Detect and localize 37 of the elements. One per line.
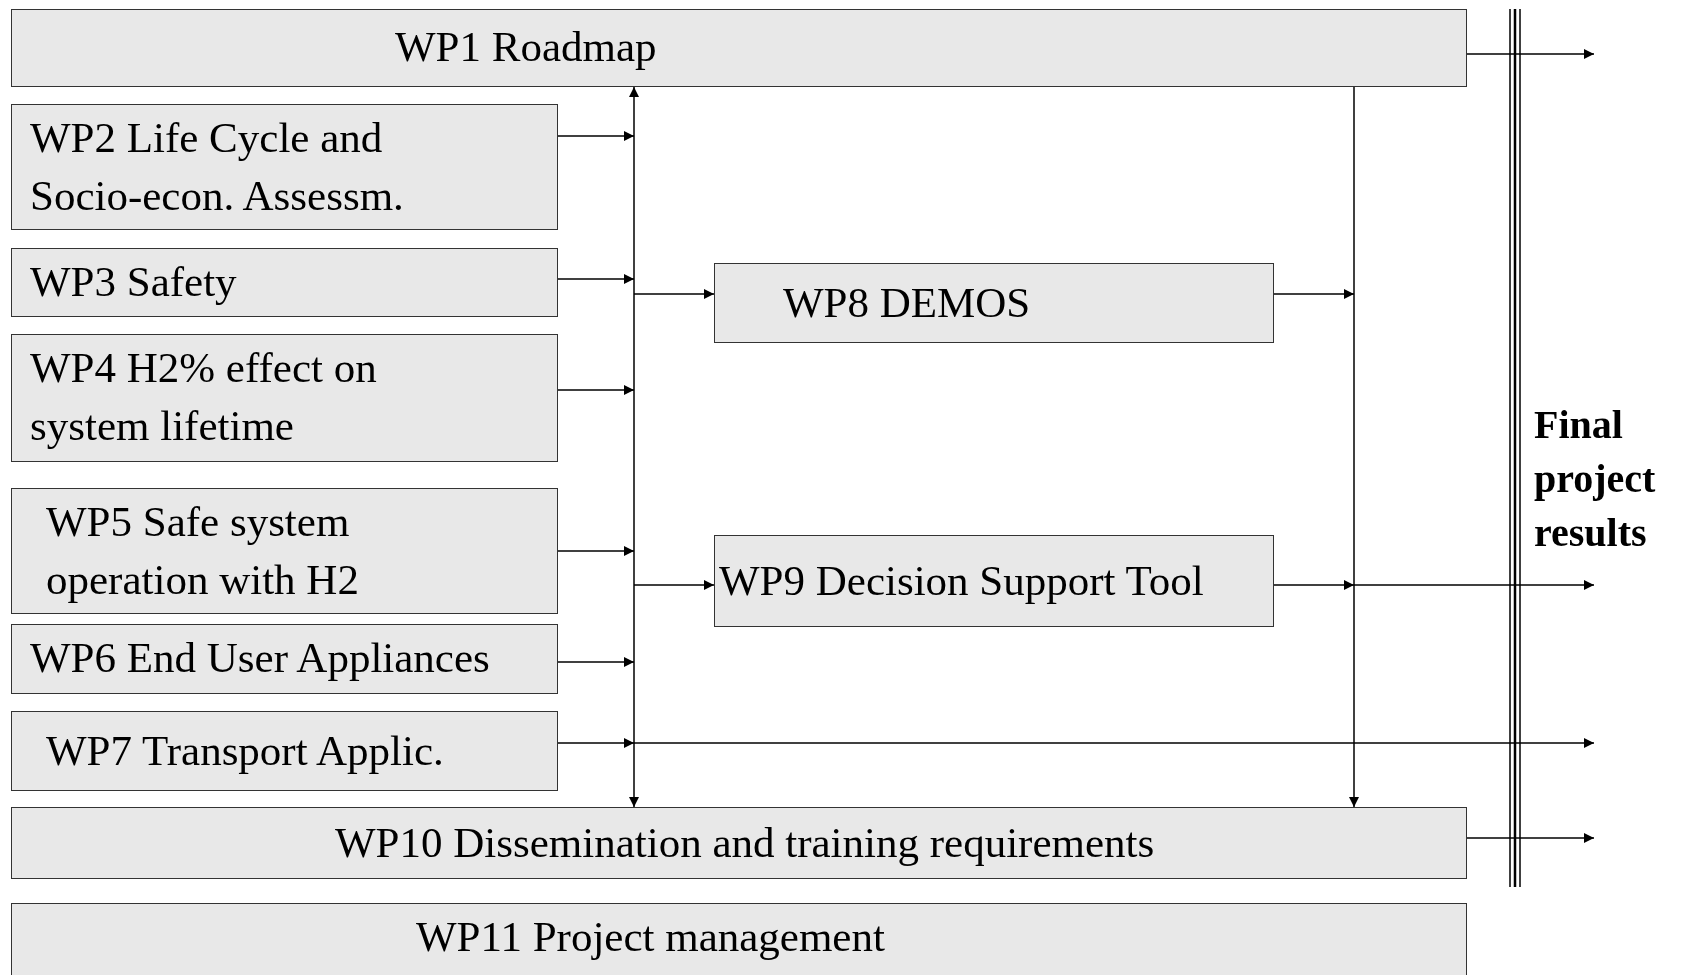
- arrow: [1273, 289, 1355, 299]
- box-label: WP9 Decision Support Tool: [719, 556, 1204, 606]
- arrow: [1466, 833, 1595, 843]
- process-box: [11, 711, 558, 791]
- arrow: [557, 657, 635, 667]
- process-box: [11, 807, 1467, 879]
- box-label: WP7 Transport Applic.: [46, 726, 444, 776]
- arrow: [1466, 49, 1595, 59]
- box-label: WP6 End User Appliances: [30, 633, 490, 683]
- box-label: WP5 Safe system operation with H2: [46, 497, 360, 605]
- process-box: [11, 624, 558, 694]
- process-box: [11, 334, 558, 462]
- box-label: WP4 H2% effect on system lifetime: [30, 343, 378, 451]
- box-label: WP8 DEMOS: [783, 278, 1031, 328]
- box-label: WP11 Project management: [416, 912, 885, 962]
- arrow: [557, 131, 635, 141]
- process-box: [11, 903, 1467, 975]
- process-box: [11, 9, 1467, 87]
- process-box: [11, 248, 558, 317]
- arrow: [557, 546, 635, 556]
- arrow: [633, 580, 715, 590]
- results-label: Final project results: [1534, 401, 1657, 557]
- arrow: [633, 289, 715, 299]
- arrow: [1273, 580, 1595, 590]
- arrow: [1349, 86, 1359, 808]
- box-label: WP2 Life Cycle and Socio-econ. Assessm.: [30, 113, 405, 221]
- arrow: [557, 385, 635, 395]
- box-label: WP3 Safety: [30, 257, 237, 307]
- box-label: WP10 Dissemination and training requirements: [335, 818, 1155, 868]
- process-box: [714, 263, 1274, 343]
- process-box: [11, 488, 558, 614]
- arrow: [557, 738, 1595, 748]
- arrow: [557, 274, 635, 284]
- process-box: [11, 104, 558, 230]
- process-box: [714, 535, 1274, 627]
- box-label: WP1 Roadmap: [395, 22, 657, 72]
- arrow: [629, 86, 639, 808]
